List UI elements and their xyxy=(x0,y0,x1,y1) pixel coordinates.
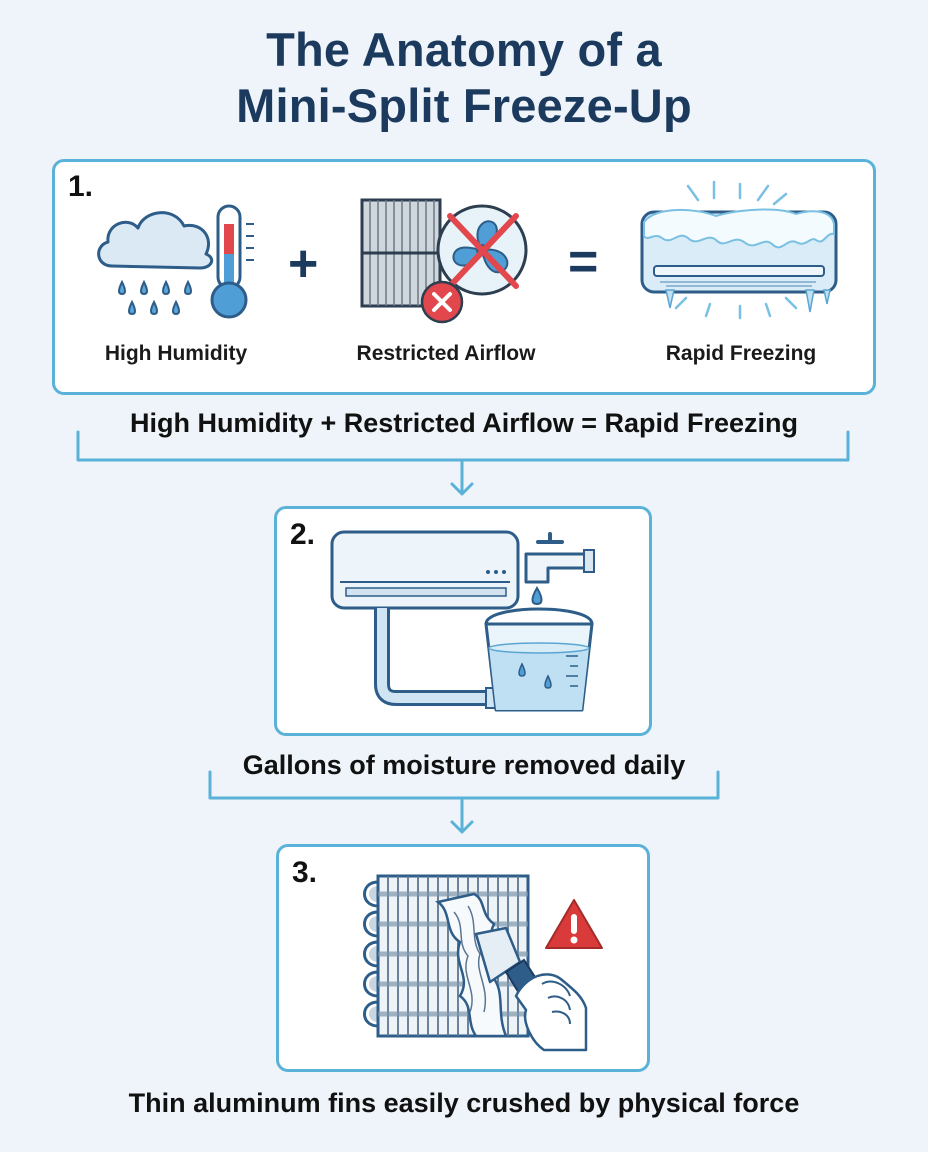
arrow-2 xyxy=(450,796,474,834)
restricted-airflow-icon xyxy=(360,198,528,324)
label-restricted-airflow: Restricted Airflow xyxy=(356,342,536,365)
step-1-number: 1. xyxy=(68,170,94,203)
title-line-1: The Anatomy of a xyxy=(266,23,662,76)
equals-sign: = xyxy=(568,233,599,291)
step-2-caption: Gallons of moisture removed daily xyxy=(242,750,686,780)
step-3-caption: Thin aluminum fins easily crushed by phy… xyxy=(128,1088,800,1118)
plus-sign: + xyxy=(288,235,319,293)
bracket-2 xyxy=(208,770,720,800)
condensate-bucket-icon xyxy=(330,530,595,712)
title-line-2: Mini-Split Freeze-Up xyxy=(236,79,692,132)
crushed-fins-icon xyxy=(363,874,603,1052)
page-title: The Anatomy of a Mini-Split Freeze-Up xyxy=(0,22,928,134)
humidity-icon xyxy=(97,204,254,319)
label-high-humidity: High Humidity xyxy=(104,342,248,365)
step-3-number: 3. xyxy=(292,856,318,889)
step-2-number: 2. xyxy=(290,518,316,551)
frozen-unit-icon xyxy=(640,180,838,320)
label-rapid-freezing: Rapid Freezing xyxy=(665,342,817,365)
arrow-1 xyxy=(450,458,474,496)
step-1-caption: High Humidity + Restricted Airflow = Rap… xyxy=(129,408,799,438)
